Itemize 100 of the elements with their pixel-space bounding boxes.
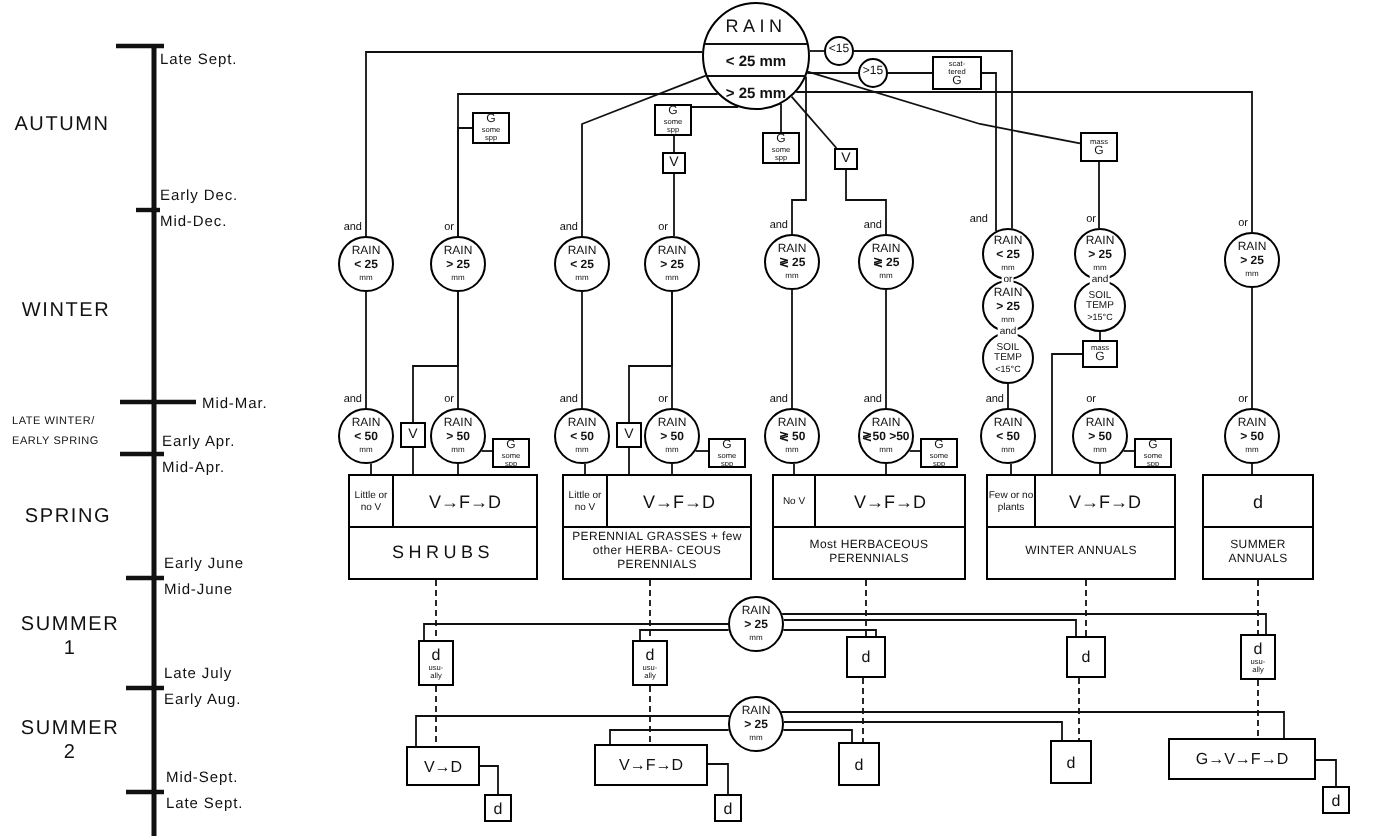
connector (791, 75, 807, 235)
connector (671, 463, 673, 475)
connector (808, 50, 825, 52)
condition-box (662, 152, 686, 174)
dashed-connector (1257, 579, 1259, 635)
node-text: d (1081, 648, 1091, 666)
dashed-connector (1085, 579, 1087, 637)
node-text: d (854, 755, 864, 773)
node-text: d (1253, 641, 1263, 657)
node-text: RAIN (723, 14, 789, 41)
dashed-connector (1078, 677, 1080, 741)
connector (707, 763, 729, 795)
dashed-connector (649, 579, 651, 641)
season-label: SPRING (22, 506, 114, 530)
outcome-box (714, 794, 742, 822)
connector (581, 291, 583, 409)
node-text: SHRUBS (391, 539, 494, 566)
connector (694, 450, 709, 452)
node-text: V→F→D (429, 491, 501, 511)
connector (423, 623, 729, 641)
condition-box (708, 438, 746, 468)
outcome-box (846, 636, 886, 678)
connector (783, 721, 1063, 741)
connector (908, 450, 921, 452)
condition-box (654, 104, 692, 136)
node-text: d (861, 648, 871, 666)
condition-box (472, 112, 510, 144)
connector (887, 72, 933, 74)
node-text: d (723, 799, 733, 817)
node-text: V→D (423, 757, 463, 775)
connector (365, 291, 367, 409)
season-label: SUMMER 2 (18, 718, 122, 766)
connector (370, 462, 372, 475)
dashed-connector (649, 685, 651, 745)
node-text: V→F→D (854, 491, 926, 511)
season-label: WINTER (19, 300, 113, 324)
connector (365, 51, 704, 237)
condition-box (920, 438, 958, 468)
outcome-box (406, 746, 480, 786)
connector (845, 169, 887, 235)
connector (1315, 759, 1337, 787)
connector (457, 463, 459, 475)
connector (1007, 383, 1009, 409)
outcome-box (838, 742, 880, 786)
connector (415, 715, 731, 747)
connector (691, 106, 740, 108)
connector (885, 289, 887, 409)
node-text: d (645, 647, 655, 663)
condition-box (1134, 438, 1172, 468)
node-text: d (1331, 791, 1341, 809)
dashed-connector (1257, 679, 1259, 739)
connector (628, 447, 630, 475)
outcome-box (632, 640, 668, 686)
season-label: SUMMER 1 (18, 614, 122, 662)
connector (806, 70, 1081, 145)
connector (1051, 353, 1083, 475)
connector (853, 50, 1013, 230)
condition-box (932, 56, 982, 90)
connector (639, 629, 730, 641)
condition-box (834, 148, 858, 170)
connector (791, 289, 793, 409)
condition-box (616, 422, 642, 448)
condition-box (1080, 132, 1118, 162)
connector (782, 629, 877, 637)
connector (981, 72, 997, 232)
node-text: V→F→D (643, 491, 715, 511)
connector (781, 613, 1267, 635)
outcome-box (1322, 786, 1350, 814)
connector (790, 95, 838, 149)
dashed-connector (865, 579, 867, 637)
node-text: d (1066, 753, 1076, 771)
connector (795, 91, 1253, 233)
connector (480, 450, 493, 452)
node-text: V→F→D (1069, 491, 1141, 511)
connector (457, 127, 473, 237)
dashed-connector (862, 677, 864, 743)
connector (673, 135, 675, 153)
connector (1122, 450, 1135, 452)
node-text: d (1252, 491, 1263, 511)
connector (1098, 161, 1100, 229)
season-label: AUTUMN (12, 114, 112, 138)
outcome-box (1066, 636, 1106, 678)
connector (1099, 463, 1101, 475)
dashed-connector (435, 579, 437, 641)
connector (780, 711, 1285, 739)
connector (1251, 463, 1253, 475)
connector (412, 291, 459, 423)
connector (782, 729, 853, 743)
condition-box (762, 132, 800, 164)
node-text: d (493, 799, 503, 817)
connector (609, 729, 730, 745)
dashed-connector (435, 685, 437, 747)
connector (780, 102, 782, 133)
outcome-box (594, 744, 708, 786)
condition-box (1082, 340, 1118, 368)
condition-box (492, 438, 530, 468)
connector (806, 72, 859, 74)
connector (885, 463, 887, 475)
connector (673, 173, 675, 237)
outcome-box (1050, 740, 1092, 784)
